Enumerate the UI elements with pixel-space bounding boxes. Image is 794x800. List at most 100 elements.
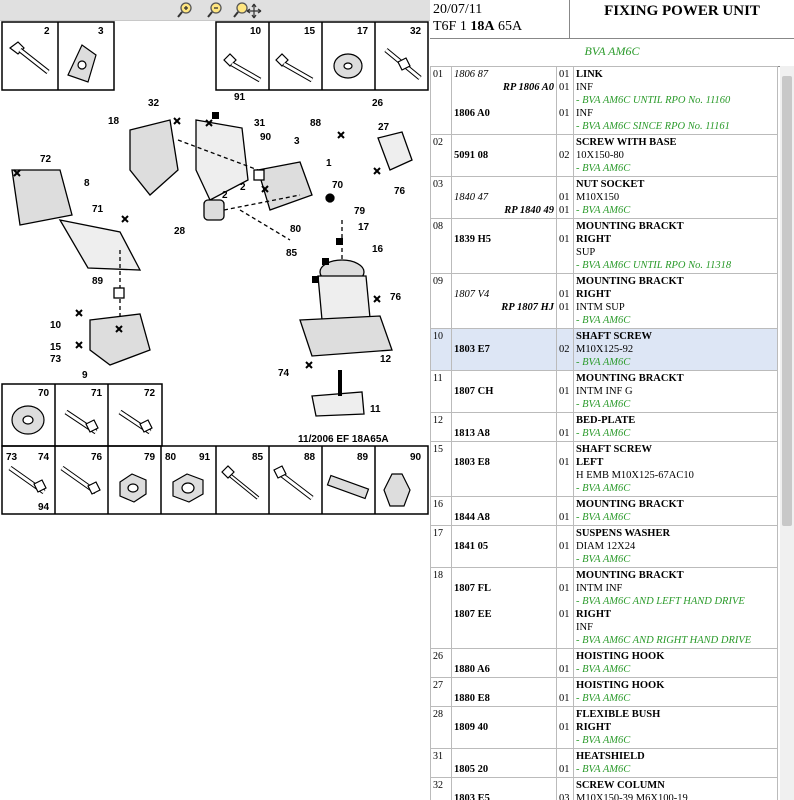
part-application: - BVA AM6C — [576, 163, 631, 174]
scrollbar-thumb[interactable] — [782, 76, 792, 526]
row-quantities: 02 — [556, 134, 574, 177]
reference-code: 1803 E8 — [454, 457, 490, 468]
scrollbar[interactable] — [780, 66, 794, 800]
part-description: INF — [576, 82, 593, 93]
part-application: - BVA AM6C AND LEFT HAND DRIVE — [576, 596, 745, 607]
callout-8: 8 — [84, 178, 90, 189]
part-quantity — [559, 595, 571, 608]
part-quantity: 01 — [559, 664, 570, 675]
part-quantity: 01 — [559, 457, 570, 468]
part-quantity: 01 — [559, 428, 570, 439]
part-quantity — [559, 498, 571, 511]
row-quantities: 01 — [556, 370, 574, 413]
part-description: HEATSHIELD — [576, 751, 645, 762]
part-application: - BVA AM6C — [576, 483, 631, 494]
part-description: DIAM 12X24 — [576, 541, 636, 552]
part-application: - BVA AM6C — [576, 664, 631, 675]
part-quantity — [559, 708, 571, 721]
row-description: HOISTING HOOK - BVA AM6C — [573, 677, 778, 707]
box-label-71: 71 — [91, 388, 103, 399]
row-number: 18 — [430, 567, 452, 649]
reference-code: 1839 H5 — [454, 234, 492, 245]
zoom-out-icon[interactable] — [206, 1, 224, 19]
part-quantity — [559, 220, 571, 233]
part-description: LINK — [576, 69, 603, 80]
row-references: 1809 40 — [451, 706, 557, 749]
zoom-pan-icon[interactable] — [232, 1, 262, 19]
part-reference — [454, 94, 554, 107]
callout-26: 26 — [372, 98, 384, 109]
part-application: - BVA AM6C — [576, 693, 631, 704]
reference-code: 1807 CH — [454, 386, 494, 397]
part-reference: 1805 20 — [454, 763, 554, 776]
part-quantity — [559, 779, 571, 792]
box-label-85: 85 — [252, 452, 264, 463]
part-quantity — [559, 94, 571, 107]
row-references: 1807 CH — [451, 370, 557, 413]
row-number: 27 — [430, 677, 452, 707]
row-references: 1844 A8 — [451, 496, 557, 526]
row-number: 10 — [430, 328, 452, 371]
part-reference — [454, 469, 554, 482]
callout-28: 28 — [174, 226, 186, 237]
part-description: M10X125-92 — [576, 344, 634, 355]
part-quantity — [559, 443, 571, 456]
row-quantities: 01 — [556, 677, 574, 707]
part-reference — [454, 708, 554, 721]
zoom-in-icon[interactable] — [176, 1, 194, 19]
part-description: 10X150-80 — [576, 150, 624, 161]
part-quantity — [559, 734, 571, 747]
box-label-74: 74 — [38, 452, 50, 463]
box-label-91: 91 — [199, 452, 211, 463]
part-description: HOISTING HOOK — [576, 680, 665, 691]
part-description: MOUNTING BRACKT — [576, 499, 684, 510]
part-reference: 1813 A8 — [454, 427, 554, 440]
part-description: RIGHT — [576, 722, 612, 733]
callout-79: 79 — [354, 206, 366, 217]
row-references: 1803 E5 — [451, 777, 557, 800]
part-quantity: 01 — [559, 82, 570, 93]
row-quantities: 01 — [556, 441, 574, 497]
part-application: - BVA AM6C — [576, 205, 631, 216]
part-description: SCREW WITH BASE — [576, 137, 677, 148]
part-reference — [454, 398, 554, 411]
replaced-by-reference: RP 1840 49 — [504, 205, 554, 216]
part-reference — [454, 372, 554, 385]
reference-code: 1807 V4 — [454, 289, 490, 300]
part-description: SUP — [576, 247, 596, 258]
part-quantity: 01 — [559, 386, 570, 397]
box-label-79: 79 — [144, 452, 156, 463]
box-label-89: 89 — [357, 452, 369, 463]
part-quantity — [559, 469, 571, 482]
part-reference — [454, 220, 554, 233]
part-application: - BVA AM6C — [576, 357, 631, 368]
reference-code: 1805 20 — [454, 764, 489, 775]
box-label-94: 94 — [38, 502, 50, 513]
part-reference: RP 1840 49 — [454, 204, 554, 217]
page-subtitle: BVA AM6C — [584, 44, 640, 58]
